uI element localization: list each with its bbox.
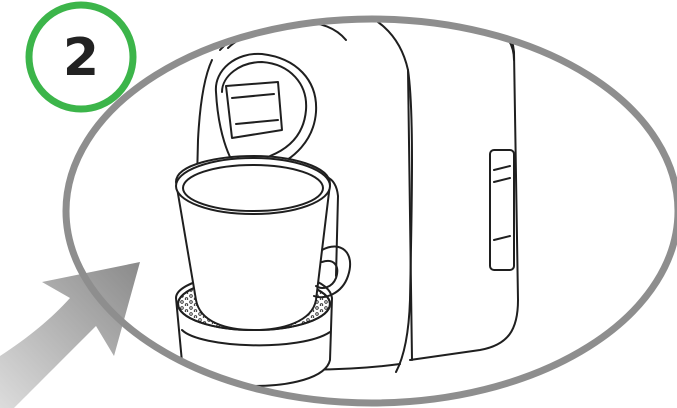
- curved-arrow-icon: [0, 262, 140, 408]
- step-number-badge: 2: [29, 5, 133, 109]
- step-number-text: 2: [63, 28, 99, 88]
